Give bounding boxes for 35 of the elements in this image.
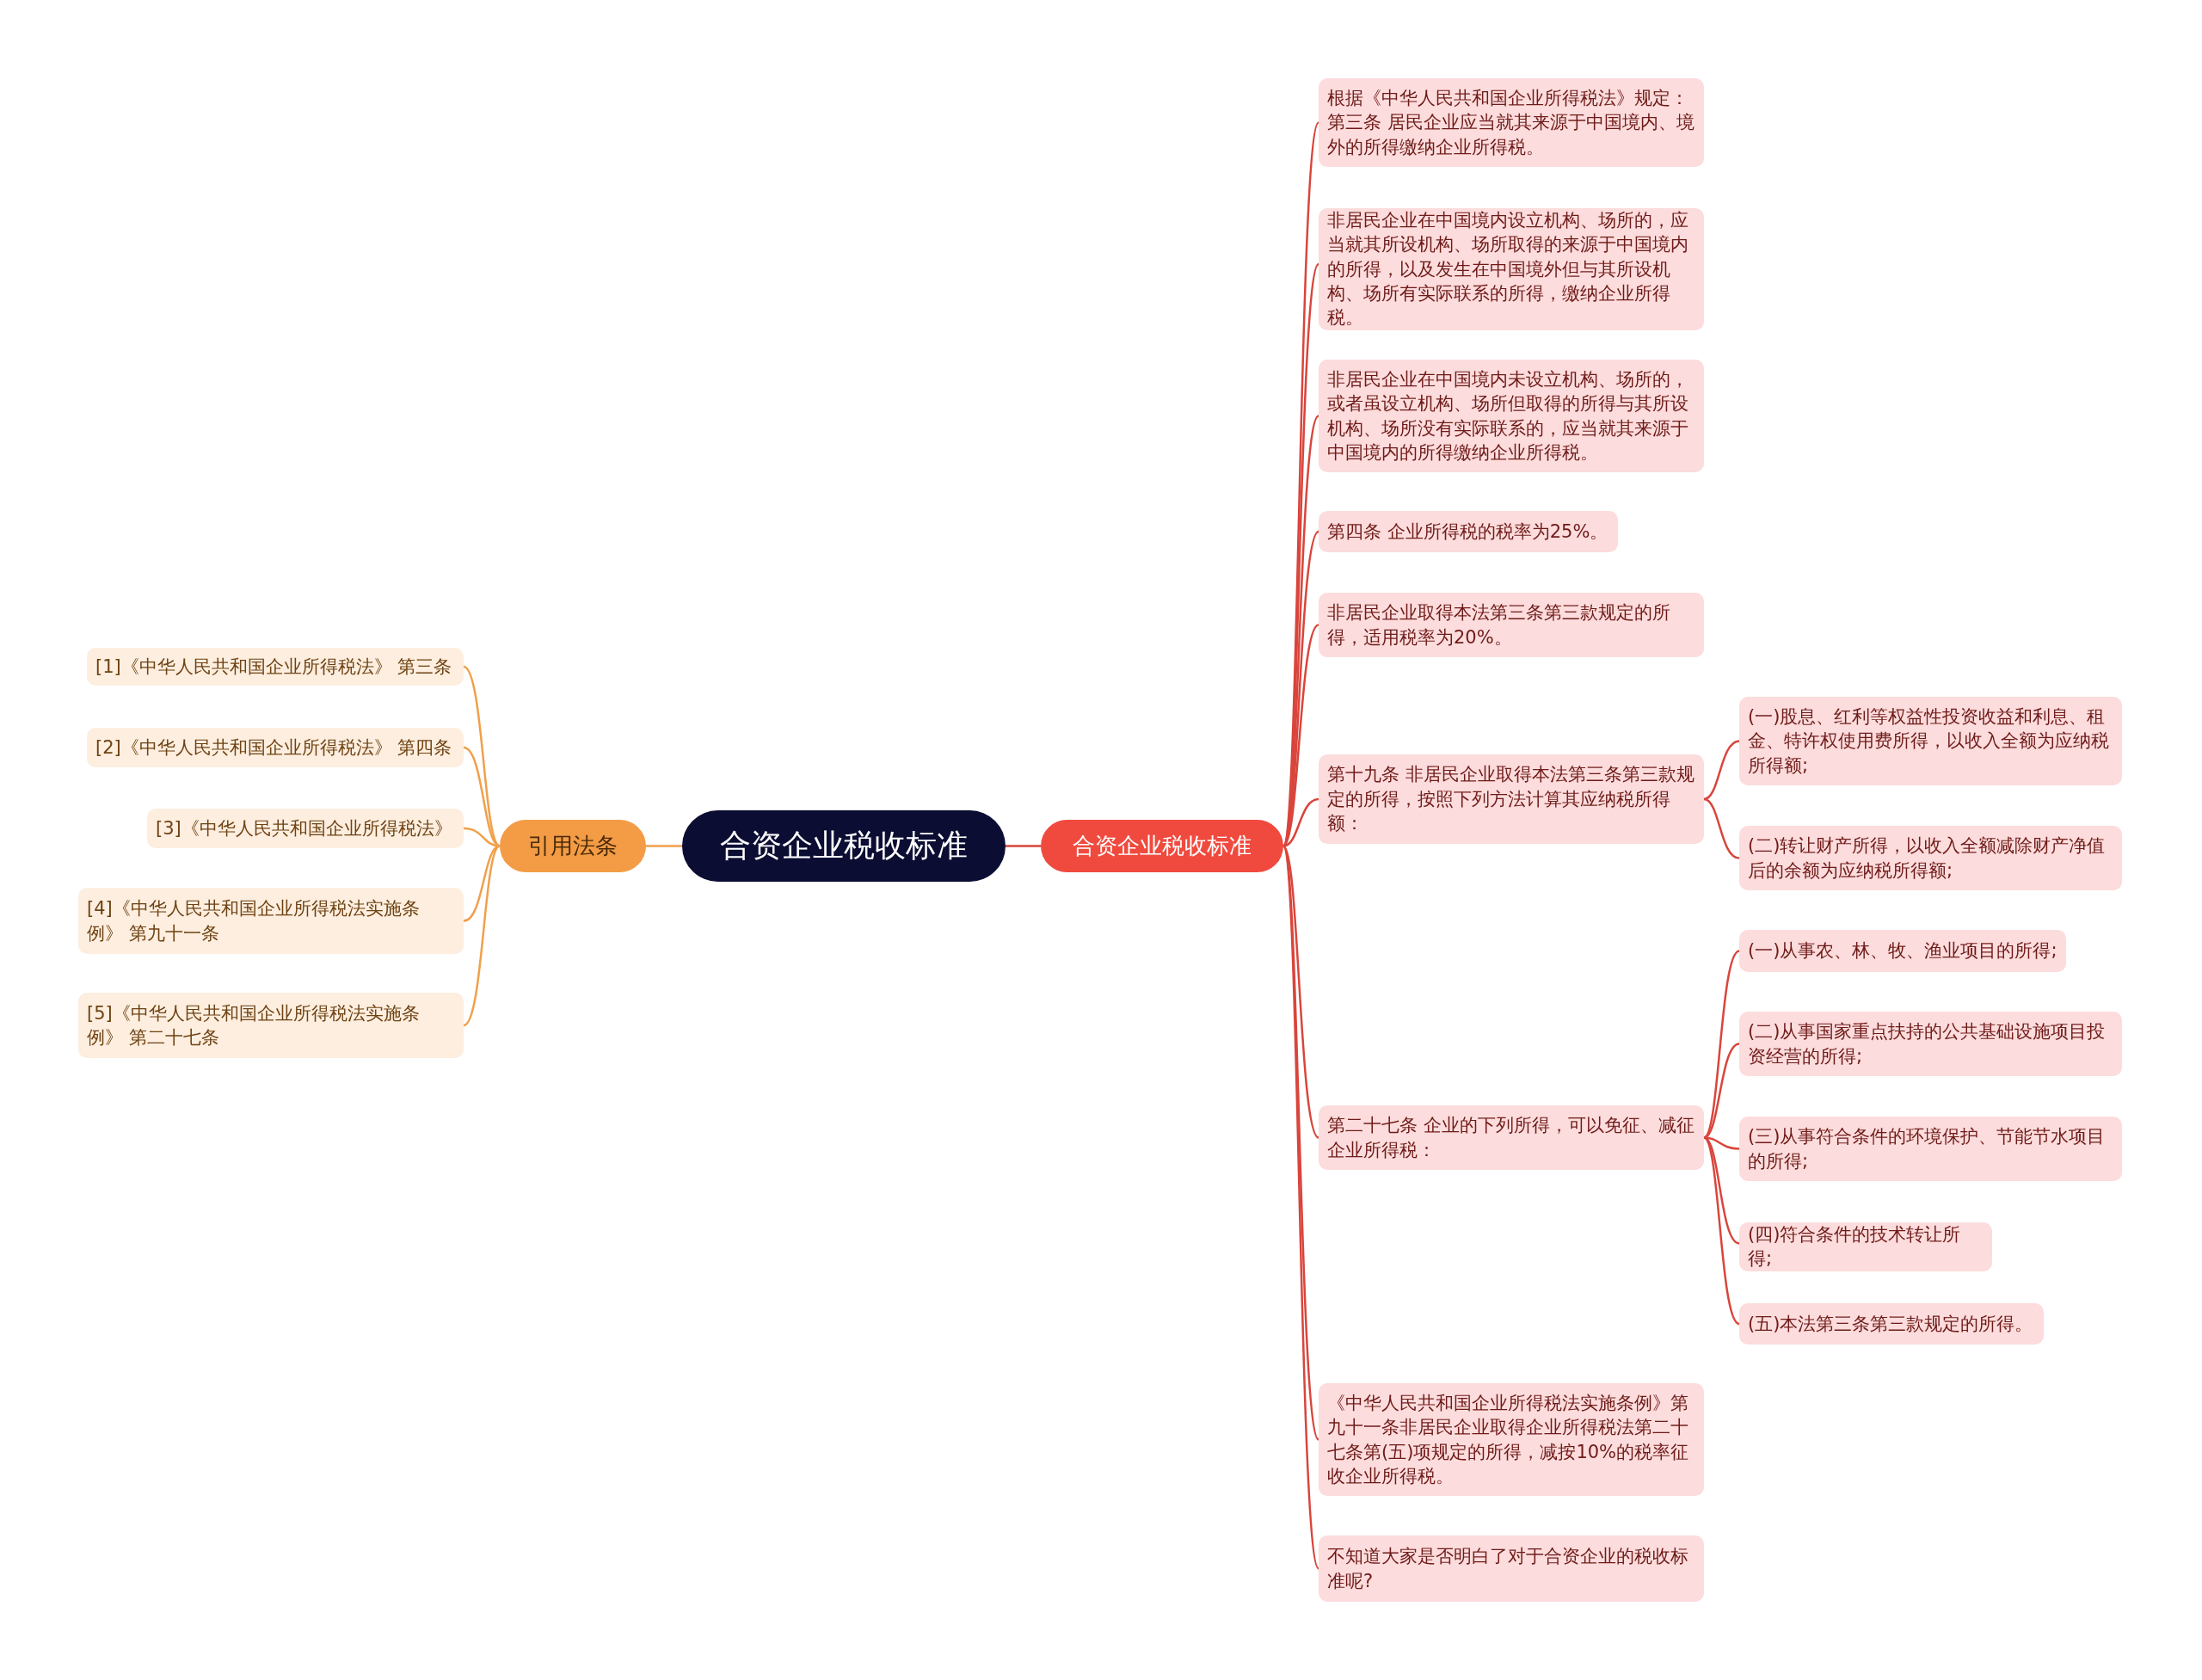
topic-box: (一)从事农、林、牧、渔业项目的所得;	[1739, 930, 2066, 972]
topic-box: (二)转让财产所得，以收入全额减除财产净值后的余额为应纳税所得额;	[1739, 826, 2122, 890]
topic-box: 非居民企业在中国境内未设立机构、场所的，或者虽设立机构、场所但取得的所得与其所设机构、场所没有实际联系的，应当就其来源于中国境内的所得缴纳企业所得税。	[1319, 360, 1704, 472]
connector-line	[1703, 740, 1740, 801]
reference-box: [2]《中华人民共和国企业所得税法》 第四条	[87, 728, 464, 767]
connector-line	[1282, 846, 1320, 1569]
central-topic: 合资企业税收标准	[682, 810, 1006, 882]
topic-box: 不知道大家是否明白了对于合资企业的税收标准呢?	[1319, 1535, 1704, 1602]
main-topic: 引用法条	[500, 820, 646, 872]
connector-line	[1703, 1136, 1740, 1325]
reference-box: [3]《中华人民共和国企业所得税法》	[147, 809, 464, 848]
topic-box: (五)本法第三条第三款规定的所得。	[1739, 1303, 2044, 1345]
topic-box: (一)股息、红利等权益性投资收益和利息、租金、特许权使用费所得，以收入全额为应纳税所得额;	[1739, 697, 2122, 785]
topic-box: 第十九条 非居民企业取得本法第三条第三款规定的所得，按照下列方法计算其应纳税所得额：	[1319, 754, 1704, 844]
topic-box: (二)从事国家重点扶持的公共基础设施项目投资经营的所得;	[1739, 1012, 2122, 1076]
connector-line	[1282, 797, 1319, 847]
topic-box: (三)从事符合条件的环境保护、节能节水项目的所得;	[1739, 1117, 2122, 1181]
topic-box: 非居民企业取得本法第三条第三款规定的所得，适用税率为20%。	[1319, 593, 1704, 657]
connector-line	[1006, 845, 1041, 847]
topic-box: 第二十七条 企业的下列所得，可以免征、减征企业所得税：	[1319, 1105, 1704, 1170]
connector-line	[1703, 950, 1740, 1139]
topic-box: 非居民企业在中国境内设立机构、场所的，应当就其所设机构、场所取得的来源于中国境内的所得，以及发生在中国境外但与其所设机构、场所有实际联系的所得，缴纳企业所得税。	[1319, 208, 1704, 330]
topic-box: 第四条 企业所得税的税率为25%。	[1319, 511, 1618, 552]
connector-line	[1703, 1043, 1740, 1139]
main-topic: 合资企业税收标准	[1041, 820, 1283, 872]
topic-box: 《中华人民共和国企业所得税法实施条例》第九十一条非居民企业取得企业所得税法第二十七条第(五)项规定的所得，减按10%的税率征收企业所得税。	[1319, 1383, 1704, 1496]
topic-box: 根据《中华人民共和国企业所得税法》规定：第三条 居民企业应当就其来源于中国境内、境外的所得缴纳企业所得税。	[1319, 78, 1704, 167]
reference-box: [4]《中华人民共和国企业所得税法实施条例》 第九十一条	[78, 888, 464, 954]
connector-line	[1703, 797, 1740, 859]
connector-line	[463, 845, 501, 1026]
connector-line	[646, 845, 682, 847]
topic-box: (四)符合条件的技术转让所得;	[1739, 1222, 1992, 1271]
reference-box: [5]《中华人民共和国企业所得税法实施条例》 第二十七条	[78, 993, 464, 1058]
connector-line	[463, 746, 501, 847]
reference-box: [1]《中华人民共和国企业所得税法》 第三条	[87, 648, 464, 686]
